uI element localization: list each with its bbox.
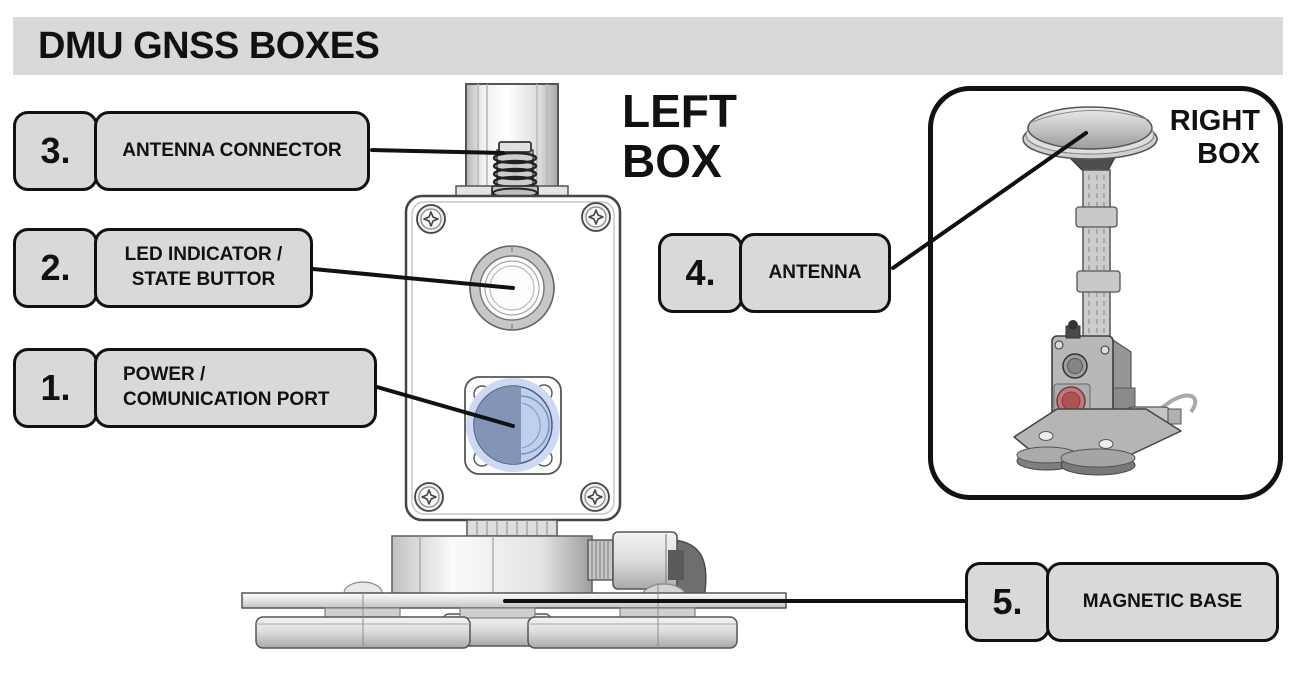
callout-number: 1. bbox=[13, 348, 98, 428]
leader-led-indicator bbox=[311, 267, 515, 290]
callout-label: POWER / COMUNICATION PORT bbox=[94, 348, 377, 428]
pedestal bbox=[391, 519, 593, 597]
callout-antenna-connector: 3. ANTENNA CONNECTOR bbox=[13, 111, 370, 191]
callout-led-indicator: 2. LED INDICATOR / STATE BUTTOR bbox=[13, 228, 313, 308]
magnetic-base-drawing bbox=[241, 581, 787, 649]
left-box-heading: LEFT BOX bbox=[622, 85, 737, 187]
antenna-dome bbox=[1022, 106, 1158, 175]
leader-power-port bbox=[375, 385, 515, 428]
callout-number: 5. bbox=[965, 562, 1050, 642]
callout-label: ANTENNA CONNECTOR bbox=[94, 111, 370, 191]
antenna-pole bbox=[1075, 169, 1121, 347]
callout-label: LED INDICATOR / STATE BUTTOR bbox=[94, 228, 313, 308]
callout-number: 4. bbox=[658, 233, 743, 313]
callout-label: MAGNETIC BASE bbox=[1046, 562, 1279, 642]
right-box-device bbox=[1013, 106, 1198, 476]
side-connector bbox=[587, 531, 707, 599]
leader-lines bbox=[311, 131, 1088, 603]
callout-number: 3. bbox=[13, 111, 98, 191]
page-title: DMU GNSS BOXES bbox=[38, 24, 380, 67]
right-box-frame: RIGHT BOX bbox=[928, 86, 1283, 500]
callout-number: 2. bbox=[13, 228, 98, 308]
leader-antenna-connector bbox=[370, 148, 505, 155]
mini-enclosure bbox=[1051, 320, 1136, 431]
right-box-heading: RIGHT BOX bbox=[1169, 105, 1260, 170]
leader-antenna bbox=[891, 131, 1088, 270]
callout-antenna: 4. ANTENNA bbox=[658, 233, 891, 313]
title-bar: DMU GNSS BOXES bbox=[13, 17, 1283, 75]
callout-label: ANTENNA bbox=[739, 233, 891, 313]
callout-magnetic-base: 5. MAGNETIC BASE bbox=[965, 562, 1279, 642]
mini-magnetic-base bbox=[1013, 408, 1182, 476]
callout-power-port: 1. POWER / COMUNICATION PORT bbox=[13, 348, 377, 428]
corner-screws bbox=[414, 202, 611, 512]
